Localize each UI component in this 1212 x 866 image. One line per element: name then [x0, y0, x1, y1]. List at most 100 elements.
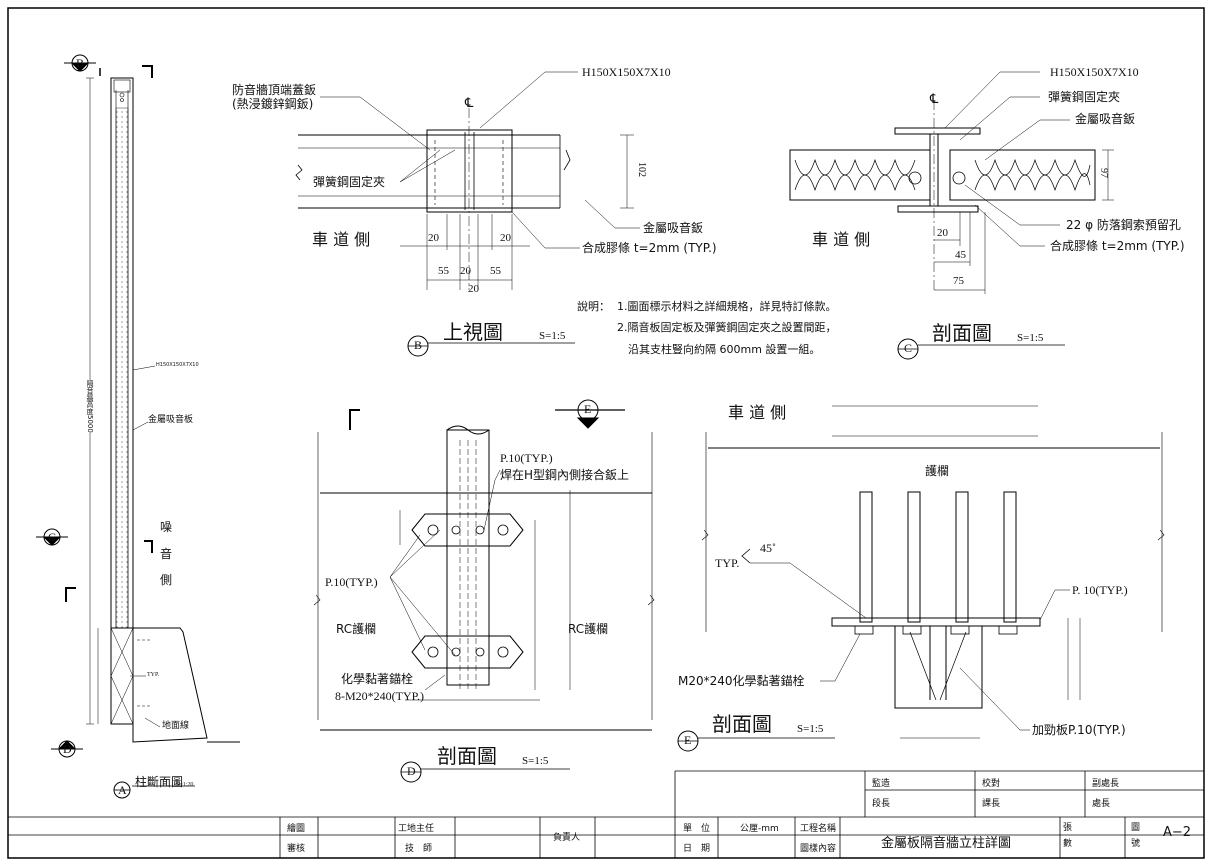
view-e-scale: S=1:5	[797, 723, 824, 735]
view-d-plate-left-label: P.10(TYP.)	[325, 575, 378, 589]
view-e-drawing	[701, 405, 1165, 739]
view-d-weld-label: 焊在H型鋼內側接合鈑上	[500, 468, 630, 482]
view-a-noise-side-1: 噪	[160, 520, 173, 534]
tb-project-label: 工程名稱	[800, 824, 837, 834]
view-c-dim-20: 20	[937, 227, 948, 239]
view-a-title: 柱斷面圖	[135, 775, 184, 789]
tb-site-chief: 工地主任	[398, 824, 435, 834]
section-marker-b	[64, 54, 96, 72]
view-e-plate-label: P. 10(TYP.)	[1072, 583, 1128, 597]
view-a-scale: S=1:20	[176, 782, 194, 788]
notes-line-1: 1.圖面標示材料之詳細規格，詳見特訂條款。	[617, 300, 837, 313]
tb-technician: 技 師	[405, 844, 433, 854]
view-b-h-beam-label: H150X150X7X10	[582, 65, 671, 79]
view-b-dim-20a: 20	[428, 232, 439, 244]
tb-date-label: 日 期	[683, 844, 711, 854]
title-marker-d	[400, 761, 570, 783]
view-d-rc-left: RC護欄	[336, 622, 377, 636]
view-c-title-marker: C	[904, 341, 913, 355]
view-c-dim-97: 97	[1098, 168, 1109, 178]
tb-division-chief: 課長	[982, 799, 1001, 809]
tb-unit-label: 單 位	[683, 824, 711, 834]
view-e-guard-label: 護欄	[925, 464, 950, 478]
view-c-panel-label: 金屬吸音鈑	[1075, 112, 1136, 126]
tb-checker: 校對	[982, 779, 1001, 789]
view-c-dim-45: 45	[955, 249, 966, 261]
view-a-ground-label: 地面線	[162, 721, 190, 731]
drawing-title: 金屬板隔音牆立柱詳圖	[881, 836, 1012, 851]
view-d-drawing	[313, 409, 655, 731]
view-a-marker-b-label: B	[76, 56, 85, 70]
view-e-road-side: 車 道 側	[728, 403, 787, 422]
title-marker-c	[897, 338, 1065, 360]
notes-line-2: 2.隔音板固定板及彈簧鋼固定夾之設置間距，	[617, 321, 837, 334]
view-c-h-beam-label: H150X150X7X10	[1050, 65, 1139, 79]
notes-line-3: 沿其支柱豎向約隔 600mm 設置一組。	[628, 343, 821, 356]
view-d-anchor-label: 化學黏著錨栓	[341, 672, 414, 686]
view-c-gasket-label: 合成膠條 t=2mm (TYP.)	[1050, 239, 1185, 253]
view-c-dim-75: 75	[953, 275, 964, 287]
view-a-elevation	[65, 65, 240, 743]
view-a-marker-c-label: C	[48, 530, 57, 544]
view-b-cap-label: 防音牆頂端蓋鈑	[232, 83, 317, 97]
notes-prefix: 說明：	[577, 300, 610, 313]
view-c-title: 剖面圖	[932, 321, 992, 345]
view-b-dim-20c: 20	[460, 265, 471, 277]
section-marker-c	[36, 528, 68, 546]
title-marker-b	[407, 335, 575, 357]
tb-supervisor: 監造	[872, 779, 891, 789]
view-c-road-side: 車 道 側	[812, 230, 871, 249]
view-a-panel-label: 金屬吸音板	[148, 415, 194, 425]
tb-no-label: 圖號	[1131, 823, 1141, 849]
view-b-cap-sub-label: (熱浸鍍鋅鋼鈑)	[232, 97, 314, 111]
drawing-number: A−2	[1163, 825, 1192, 840]
tb-sheets-label: 張數	[1063, 823, 1073, 849]
view-a-marker-d-label: D	[63, 742, 72, 756]
title-marker-e	[677, 730, 835, 752]
view-d-scale: S=1:5	[522, 755, 549, 767]
view-e-title-marker: E	[684, 733, 692, 747]
view-b-gasket-label: 合成膠條 t=2mm (TYP.)	[582, 241, 717, 255]
view-a-typ-label: TYP.	[147, 672, 160, 678]
view-d-marker-e-label: E	[584, 402, 592, 416]
view-b-scale: S=1:5	[539, 330, 566, 342]
tb-responsible: 負責人	[553, 833, 581, 843]
view-a-title-marker: A	[118, 783, 127, 797]
tb-reviewer: 審核	[287, 844, 306, 854]
section-marker-e	[555, 399, 625, 429]
view-e-stiffener-label: 加勁板P.10(TYP.)	[1032, 723, 1126, 737]
tb-drafter: 繪圖	[287, 824, 306, 834]
view-d-title: 剖面圖	[437, 744, 497, 768]
view-e-anchor-label: M20*240化學黏著錨栓	[678, 674, 805, 688]
view-a-noise-side-3: 側	[160, 573, 173, 587]
section-marker-d	[51, 740, 83, 758]
tb-section-chief: 段長	[872, 799, 891, 809]
view-b-centerline: ℄	[465, 95, 474, 110]
tb-deputy: 副處長	[1092, 779, 1120, 789]
view-e-typ-label: TYP.	[715, 556, 740, 570]
title-block-grid	[8, 770, 1204, 858]
view-a-noise-side-2: 音	[160, 547, 173, 561]
view-b-drawing	[295, 71, 640, 290]
view-b-panel-label: 金屬吸音鈑	[643, 221, 704, 235]
view-a-height-dim: 隔音牆高度5000	[86, 380, 94, 433]
view-a-h-beam-label: H150X150X7X10	[156, 362, 199, 368]
view-d-anchor-sub-label: 8-M20*240(TYP.)	[335, 689, 424, 703]
view-e-angle-label: 45˚	[760, 541, 776, 555]
view-d-title-marker: D	[407, 764, 416, 778]
view-d-rc-right: RC護欄	[568, 622, 609, 636]
view-d-plate-label: P.10(TYP.)	[500, 451, 553, 465]
view-b-dim-20b: 20	[500, 232, 511, 244]
view-c-scale: S=1:5	[1017, 332, 1044, 344]
title-marker-a	[113, 781, 195, 799]
view-e-title: 剖面圖	[712, 712, 772, 736]
view-b-dim-55a: 55	[438, 265, 449, 277]
view-c-centerline: ℄	[930, 91, 939, 106]
view-b-road-side: 車 道 側	[312, 230, 371, 249]
view-c-clip-label: 彈簧鋼固定夾	[1048, 90, 1121, 104]
tb-director: 處長	[1092, 799, 1111, 809]
view-b-clip-label: 彈簧鋼固定夾	[313, 175, 386, 189]
view-c-hole-label: 22 φ 防落鋼索預留孔	[1066, 218, 1181, 232]
